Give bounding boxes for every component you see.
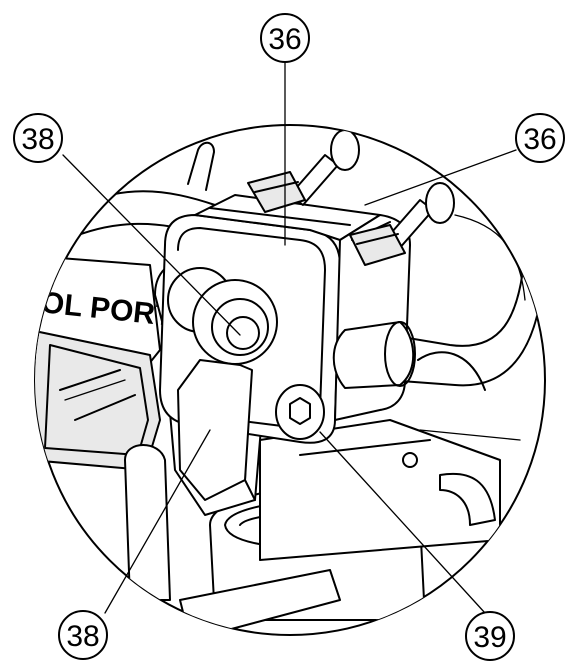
svg-text:36: 36 xyxy=(523,123,556,156)
svg-text:39: 39 xyxy=(473,621,506,654)
latch-pin-right xyxy=(349,182,455,266)
background-bar-left xyxy=(59,190,216,216)
callout-38-bottom: 38 xyxy=(58,610,108,660)
latch-pin-left xyxy=(247,129,360,213)
callout-36-top: 36 xyxy=(260,13,310,63)
lower-bracket xyxy=(259,419,501,561)
assembly-drawing: OL PORT xyxy=(35,125,545,635)
leader-39 xyxy=(319,431,486,614)
side-shaft xyxy=(332,321,415,389)
svg-text:38: 38 xyxy=(66,620,99,653)
background-bar-top xyxy=(149,125,341,151)
leader-38-top xyxy=(62,154,241,336)
svg-text:36: 36 xyxy=(268,23,301,56)
callout-38-top: 38 xyxy=(13,113,63,163)
left-post xyxy=(124,444,171,601)
callout-36-right: 36 xyxy=(515,113,565,163)
small-hole xyxy=(402,452,418,468)
callout-39: 39 xyxy=(465,611,515,661)
svg-text:38: 38 xyxy=(21,123,54,156)
leader-38-bottom xyxy=(104,429,211,614)
set-screw xyxy=(275,384,325,440)
leader-36-right xyxy=(364,149,517,206)
